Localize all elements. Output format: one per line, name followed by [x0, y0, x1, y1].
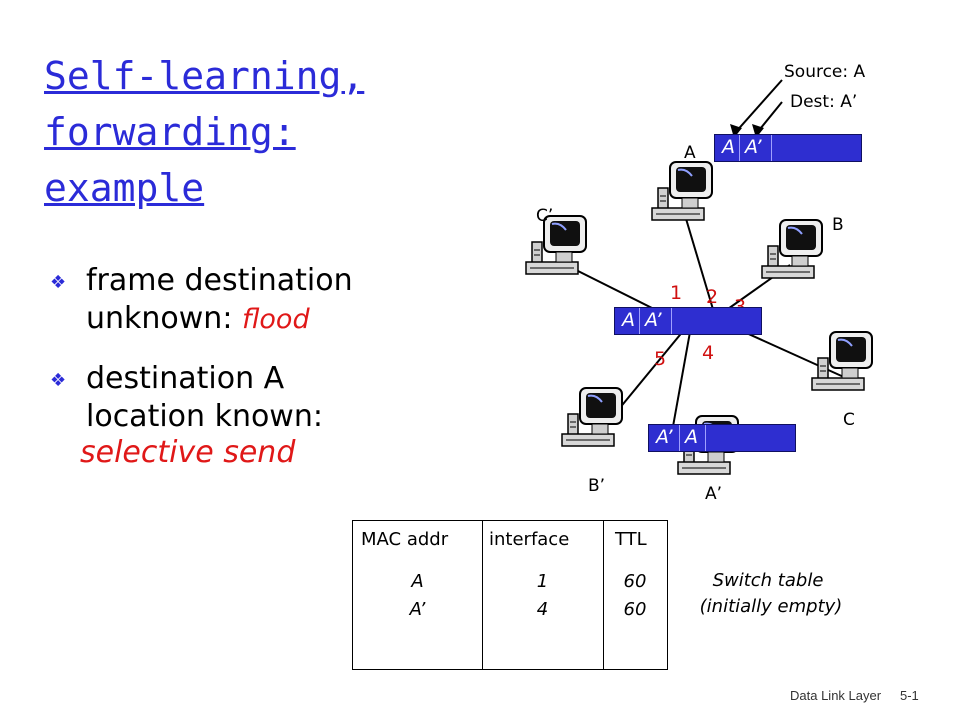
frame-divider — [671, 308, 672, 334]
diamond-bullet-icon: ❖ — [50, 370, 67, 391]
frame-divider — [739, 135, 740, 161]
host-c-prime-label: C’ — [536, 206, 554, 226]
bullet-flood-line2: unknown: flood — [86, 300, 310, 339]
frame-source-field: A — [722, 136, 735, 158]
host-c-label: C — [843, 410, 855, 430]
bullet-flood-text: unknown: — [86, 301, 242, 336]
table-row-2-mac: A’ — [409, 599, 426, 620]
frame-divider — [771, 135, 772, 161]
table-row-1-mac: A — [411, 571, 424, 592]
host-b-label: B — [832, 215, 844, 235]
frame-divider — [705, 425, 706, 451]
frame-source-field: A’ — [656, 426, 673, 448]
slide-title: Self-learning, forwarding: example — [44, 54, 365, 210]
interface-2-label: 2 — [706, 286, 719, 308]
source-label: Source: A — [784, 62, 866, 82]
interface-5-label: 5 — [654, 348, 667, 370]
frame-source-field: A — [622, 309, 635, 331]
table-divider — [603, 521, 604, 669]
link-1 — [683, 211, 716, 317]
host-a-label: A — [684, 143, 696, 163]
table-row-2-interface: 4 — [536, 599, 549, 620]
host-b-prime-icon — [561, 387, 623, 447]
frame-dest-field: A — [685, 426, 698, 448]
header-mac-addr: MAC addr — [361, 529, 449, 550]
interface-4-label: 4 — [702, 342, 715, 364]
host-b-prime-label: B’ — [588, 476, 606, 496]
table-note-line1: Switch table — [712, 570, 824, 591]
frame-dest-field: A’ — [745, 136, 762, 158]
frame-at-host-a: A A’ — [714, 134, 862, 162]
host-a-icon — [651, 161, 713, 221]
bullet-flood-line1: frame destination — [86, 263, 353, 298]
host-b-icon — [761, 219, 823, 279]
footer-chapter: Data Link Layer — [790, 688, 882, 703]
bullet-selective-line1: destination A — [86, 361, 285, 396]
interface-1-label: 1 — [670, 282, 683, 304]
source-pointer — [733, 79, 783, 135]
frame-dest-field: A’ — [645, 309, 662, 331]
frame-divider — [679, 425, 680, 451]
header-ttl: TTL — [615, 529, 647, 550]
selective-send-keyword: selective send — [80, 435, 296, 470]
table-divider — [482, 521, 483, 669]
link-4 — [671, 331, 691, 433]
dest-label: Dest: A’ — [790, 92, 858, 112]
frame-at-host-a-prime: A’ A — [648, 424, 796, 452]
host-c-prime-icon — [525, 215, 587, 275]
footer-page-number: 5-1 — [900, 688, 919, 703]
table-note-line2: (initially empty) — [699, 596, 843, 617]
header-interface: interface — [489, 529, 570, 550]
host-c-icon — [811, 331, 873, 391]
table-row-1-interface: 1 — [536, 571, 549, 592]
table-row-2-ttl: 60 — [623, 599, 647, 620]
switch-table: MAC addr interface TTL A 1 60 A’ 4 60 — [352, 520, 668, 670]
table-row-1-ttl: 60 — [623, 571, 647, 592]
diamond-bullet-icon: ❖ — [50, 272, 67, 293]
switch-frame: A A’ — [614, 307, 762, 335]
frame-divider — [639, 308, 640, 334]
host-a-prime-label: A’ — [705, 484, 723, 504]
flood-keyword: flood — [241, 304, 310, 335]
bullet-selective-line2: location known: — [86, 399, 323, 434]
